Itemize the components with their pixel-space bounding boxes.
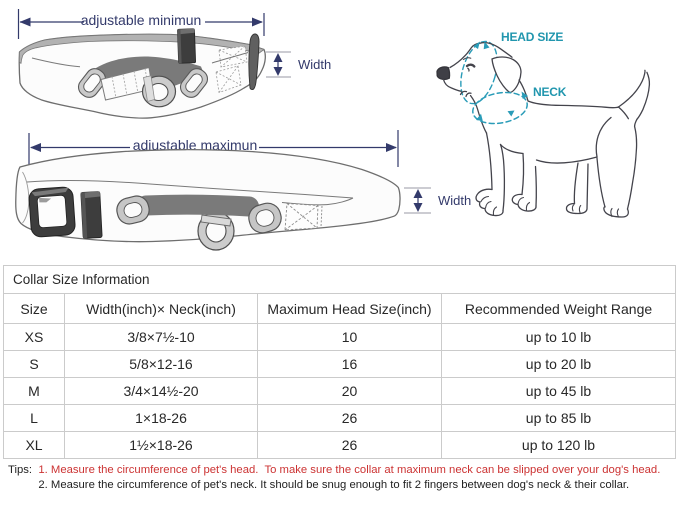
svg-text:adjustable maximun: adjustable maximun — [133, 137, 258, 153]
svg-text:adjustable minimun: adjustable minimun — [81, 12, 202, 28]
svg-text:Width: Width — [438, 193, 471, 208]
svg-text:NECK: NECK — [533, 85, 567, 99]
svg-text:HEAD SIZE: HEAD SIZE — [501, 30, 563, 44]
svg-text:Width: Width — [298, 57, 331, 72]
